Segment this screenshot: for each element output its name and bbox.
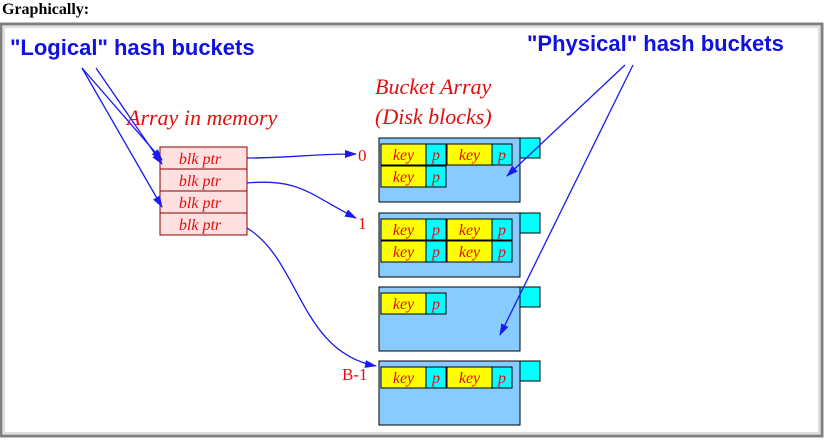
ptr-cell (425, 143, 447, 166)
ptr-label: p (431, 222, 440, 239)
frame-inner-border (3, 26, 820, 434)
key-label: key (393, 244, 415, 261)
overflow-pointer-box (519, 360, 541, 382)
ptr-cell (491, 143, 513, 166)
pointer-arrows (246, 150, 377, 368)
key-label: key (393, 222, 415, 239)
ptr-label: p (497, 147, 506, 164)
ptr-label: p (431, 147, 440, 164)
array-cell: blk ptr (159, 146, 248, 170)
key-label: key (459, 147, 481, 164)
arrow-cell3-to-bucketlast (246, 227, 377, 368)
key-label: key (393, 169, 415, 186)
arrow-cell0-to-bucket0 (246, 150, 357, 159)
hash-diagram: "Logical" hash buckets "Physical" hash b… (0, 22, 824, 438)
ptr-label: p (497, 222, 506, 239)
physical-arrows (499, 64, 634, 336)
ptr-label: p (431, 169, 440, 186)
disk-block-body (378, 286, 521, 352)
ptr-cell (425, 292, 447, 315)
array-cell-label: blk ptr (179, 195, 222, 212)
memory-array: blk ptr blk ptr blk ptr blk ptr (159, 146, 248, 236)
physical-buckets-label: "Physical" hash buckets (527, 31, 784, 56)
arrow-physical-to-bucket2 (499, 64, 634, 336)
arrow-physical-to-bucket0 (506, 64, 626, 177)
key-label: key (393, 147, 415, 164)
bucket-index-1: 1 (358, 214, 367, 233)
ptr-label: p (497, 370, 506, 387)
ptr-cell (425, 218, 447, 241)
heading: Graphically: (2, 1, 90, 18)
key-label: key (459, 222, 481, 239)
logical-buckets-label: "Logical" hash buckets (10, 35, 255, 60)
key-label: key (393, 296, 415, 313)
ptr-label: p (431, 370, 440, 387)
bucket-array-subtitle: (Disk blocks) (375, 104, 492, 129)
array-cell-label: blk ptr (179, 173, 222, 190)
array-title: Array in memory (125, 105, 278, 130)
array-cell-label: blk ptr (179, 217, 222, 234)
ptr-cell (425, 240, 447, 263)
array-cell-label: blk ptr (179, 151, 222, 168)
bucket-index-last: B-1 (342, 365, 368, 384)
arrow-cell1-to-bucket1 (246, 181, 357, 219)
key-label: key (459, 370, 481, 387)
arrow-logical-to-cell-1 (95, 67, 163, 165)
array-cell: blk ptr (159, 212, 248, 236)
ptr-cell (491, 240, 513, 263)
ptr-cell (425, 165, 447, 188)
ptr-label: p (431, 244, 440, 261)
ptr-cell (491, 218, 513, 241)
array-cell: blk ptr (159, 190, 248, 214)
key-label: key (393, 370, 415, 387)
ptr-cell (491, 366, 513, 389)
overflow-pointer-box (519, 137, 541, 159)
overflow-pointer-box (519, 212, 541, 234)
arrow-logical-to-cell-2 (81, 67, 163, 208)
array-cell: blk ptr (159, 168, 248, 192)
diagram-frame: "Logical" hash buckets "Physical" hash b… (0, 22, 824, 438)
bucket-array-title: Bucket Array (375, 74, 492, 99)
ptr-label: p (431, 296, 440, 313)
ptr-cell (425, 366, 447, 389)
overflow-pointer-box (519, 286, 541, 308)
logical-arrows (81, 67, 163, 208)
bucket-index-0: 0 (358, 146, 367, 165)
ptr-label: p (497, 244, 506, 261)
key-label: key (459, 244, 481, 261)
